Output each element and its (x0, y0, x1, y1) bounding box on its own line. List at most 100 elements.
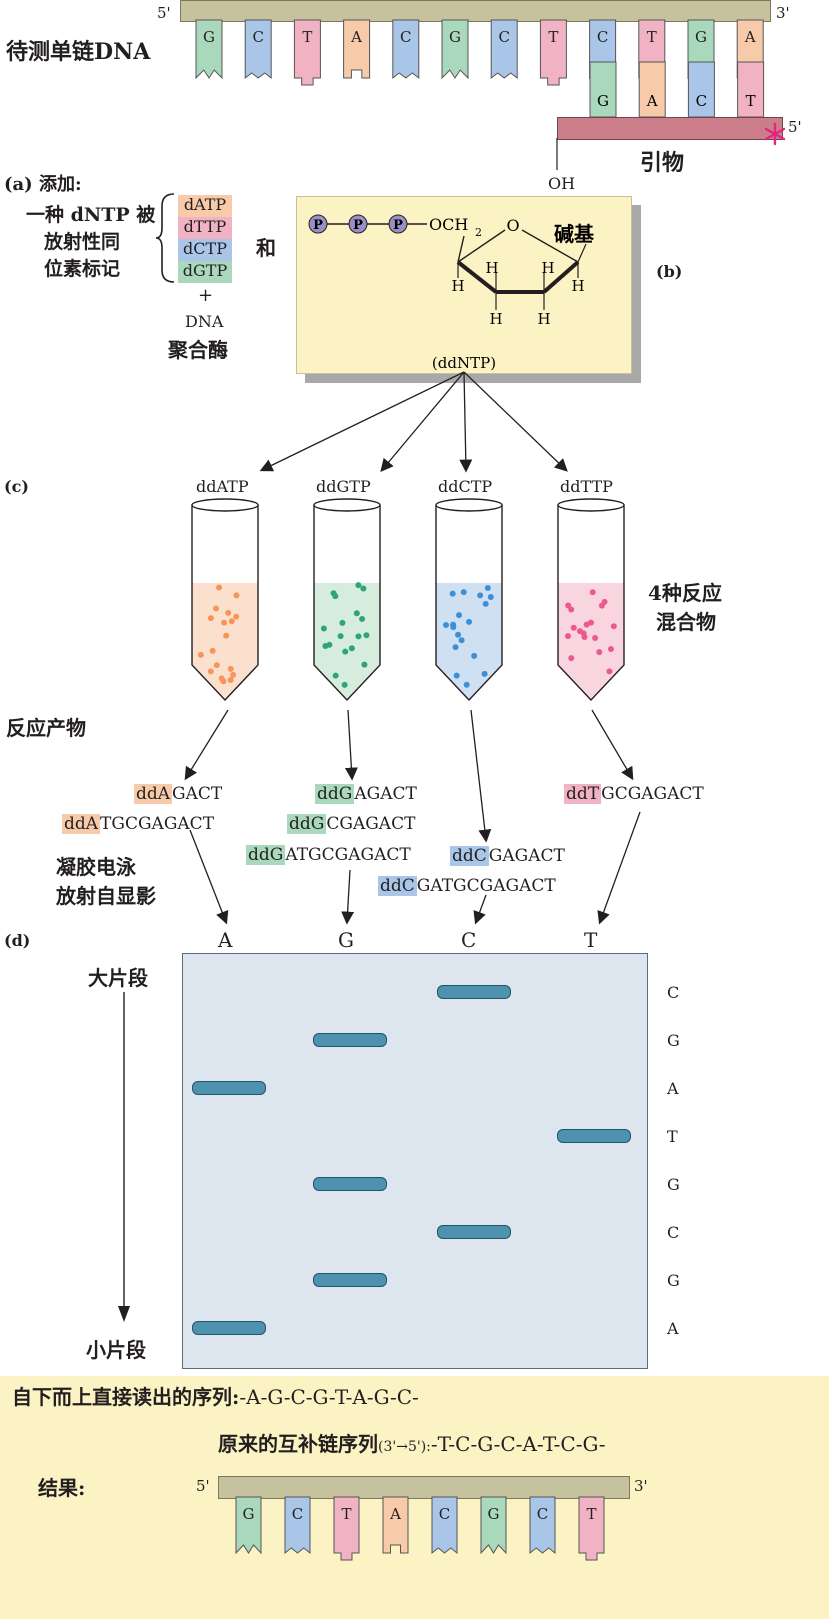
svg-text:OCH: OCH (429, 215, 468, 234)
tube-dot (353, 610, 360, 617)
tube-dot (466, 618, 473, 625)
read-base-t: T (667, 1127, 678, 1146)
electro-label-line2: 放射自显影 (56, 884, 156, 908)
tube-dot (452, 644, 459, 651)
dna-label: DNA (185, 312, 224, 331)
template-nt-g: G (441, 19, 469, 80)
dntp-datp: dATP (178, 195, 232, 217)
products-label: 反应产物 (6, 716, 86, 740)
dntp-dctp: dCTP (178, 239, 232, 261)
small-fragment-label: 小片段 (86, 1338, 146, 1362)
svg-text:T: T (302, 28, 312, 46)
tube-dot (337, 633, 344, 640)
template-nt-g: G (195, 19, 223, 80)
svg-text:C: C (400, 28, 411, 46)
read-base-g: G (667, 1175, 680, 1194)
svg-text:T: T (647, 28, 657, 46)
result-backbone (218, 1476, 630, 1499)
tube-t (557, 498, 625, 702)
read-line: 自下而上直接读出的序列:-A-G-C-G-T-A-G-C- (12, 1385, 419, 1409)
tube-dot (450, 624, 457, 631)
tube-dot (564, 633, 571, 640)
bracket (155, 193, 175, 283)
tube-dot (197, 651, 204, 658)
radioactive-star-icon (764, 122, 786, 146)
tube-name-ddttp: ddTTP (560, 477, 613, 496)
tube-dot (580, 630, 587, 637)
tube-dot (458, 637, 465, 644)
tube-a (191, 498, 259, 702)
svg-text:A: A (350, 28, 362, 46)
result-nt-a: A (382, 1496, 409, 1554)
mix-label-line1: 4种反应 (648, 581, 722, 605)
svg-text:C: C (292, 1505, 303, 1523)
tube-dot (477, 592, 484, 599)
tube-dot (207, 668, 214, 675)
panel-c-label: (c) (4, 477, 29, 496)
svg-text:H: H (571, 277, 584, 295)
svg-text:T: T (746, 92, 756, 110)
tube-dot (355, 633, 362, 640)
svg-text:H: H (451, 277, 464, 295)
svg-text:P: P (353, 218, 363, 233)
svg-text:T: T (548, 28, 558, 46)
lane-label-t: T (584, 928, 598, 952)
tube-dot (443, 622, 450, 629)
tube-dot (212, 605, 219, 612)
tube-dot (332, 593, 339, 600)
product-arrows (184, 709, 641, 925)
template-5prime: 5' (157, 4, 171, 22)
tube-dot (606, 668, 613, 675)
panel-d-label: (d) (4, 931, 31, 950)
read-base-a: A (667, 1079, 679, 1098)
tube-dot (233, 592, 240, 599)
svg-text:C: C (597, 28, 608, 46)
svg-text:O: O (506, 216, 519, 235)
svg-text:H: H (489, 310, 502, 328)
panel-b-label: (b) (656, 262, 683, 281)
tube-dot (481, 670, 488, 677)
tube-dot (221, 619, 228, 626)
svg-text:H: H (537, 310, 550, 328)
tube-dot (565, 602, 572, 609)
template-nt-a: A (343, 19, 371, 79)
tube-dot (223, 632, 230, 639)
tube-dot (449, 590, 456, 597)
ddntp-arrows (259, 371, 568, 473)
svg-text:C: C (439, 1505, 450, 1523)
template-backbone (180, 0, 771, 22)
dntp-desc-line1: 一种 dNTP 被 (26, 204, 156, 226)
tube-dot (598, 602, 605, 609)
svg-text:碱基: 碱基 (554, 222, 595, 246)
tube-dot (487, 594, 494, 601)
template-nt-c: C (490, 19, 518, 80)
tube-dot (207, 615, 214, 622)
tube-dot (359, 615, 366, 622)
enzyme-label: 聚合酶 (168, 338, 228, 362)
tube-dot (607, 645, 614, 652)
read-base-c: C (667, 983, 680, 1002)
svg-text:G: G (695, 28, 707, 46)
mix-label-line2: 混合物 (656, 610, 716, 634)
tube-dot (230, 671, 237, 678)
tube-name-ddctp: ddCTP (438, 477, 493, 496)
tube-name-ddgtp: ddGTP (316, 477, 371, 496)
tube-dot (570, 624, 577, 631)
tube-dot (453, 672, 460, 679)
gel-band-c (437, 985, 511, 999)
svg-text:A: A (389, 1505, 401, 1523)
tube-name-ddatp: ddATP (196, 477, 249, 496)
svg-text:H: H (541, 259, 554, 277)
tube-dot (348, 645, 355, 652)
tube-dot (484, 584, 491, 591)
svg-text:C: C (696, 92, 707, 110)
svg-text:H: H (485, 259, 498, 277)
gel-panel (182, 953, 648, 1369)
gel-band-a (192, 1081, 266, 1095)
svg-text:C: C (252, 28, 263, 46)
tube-dot (341, 681, 348, 688)
template-nt-c: C (244, 19, 272, 80)
